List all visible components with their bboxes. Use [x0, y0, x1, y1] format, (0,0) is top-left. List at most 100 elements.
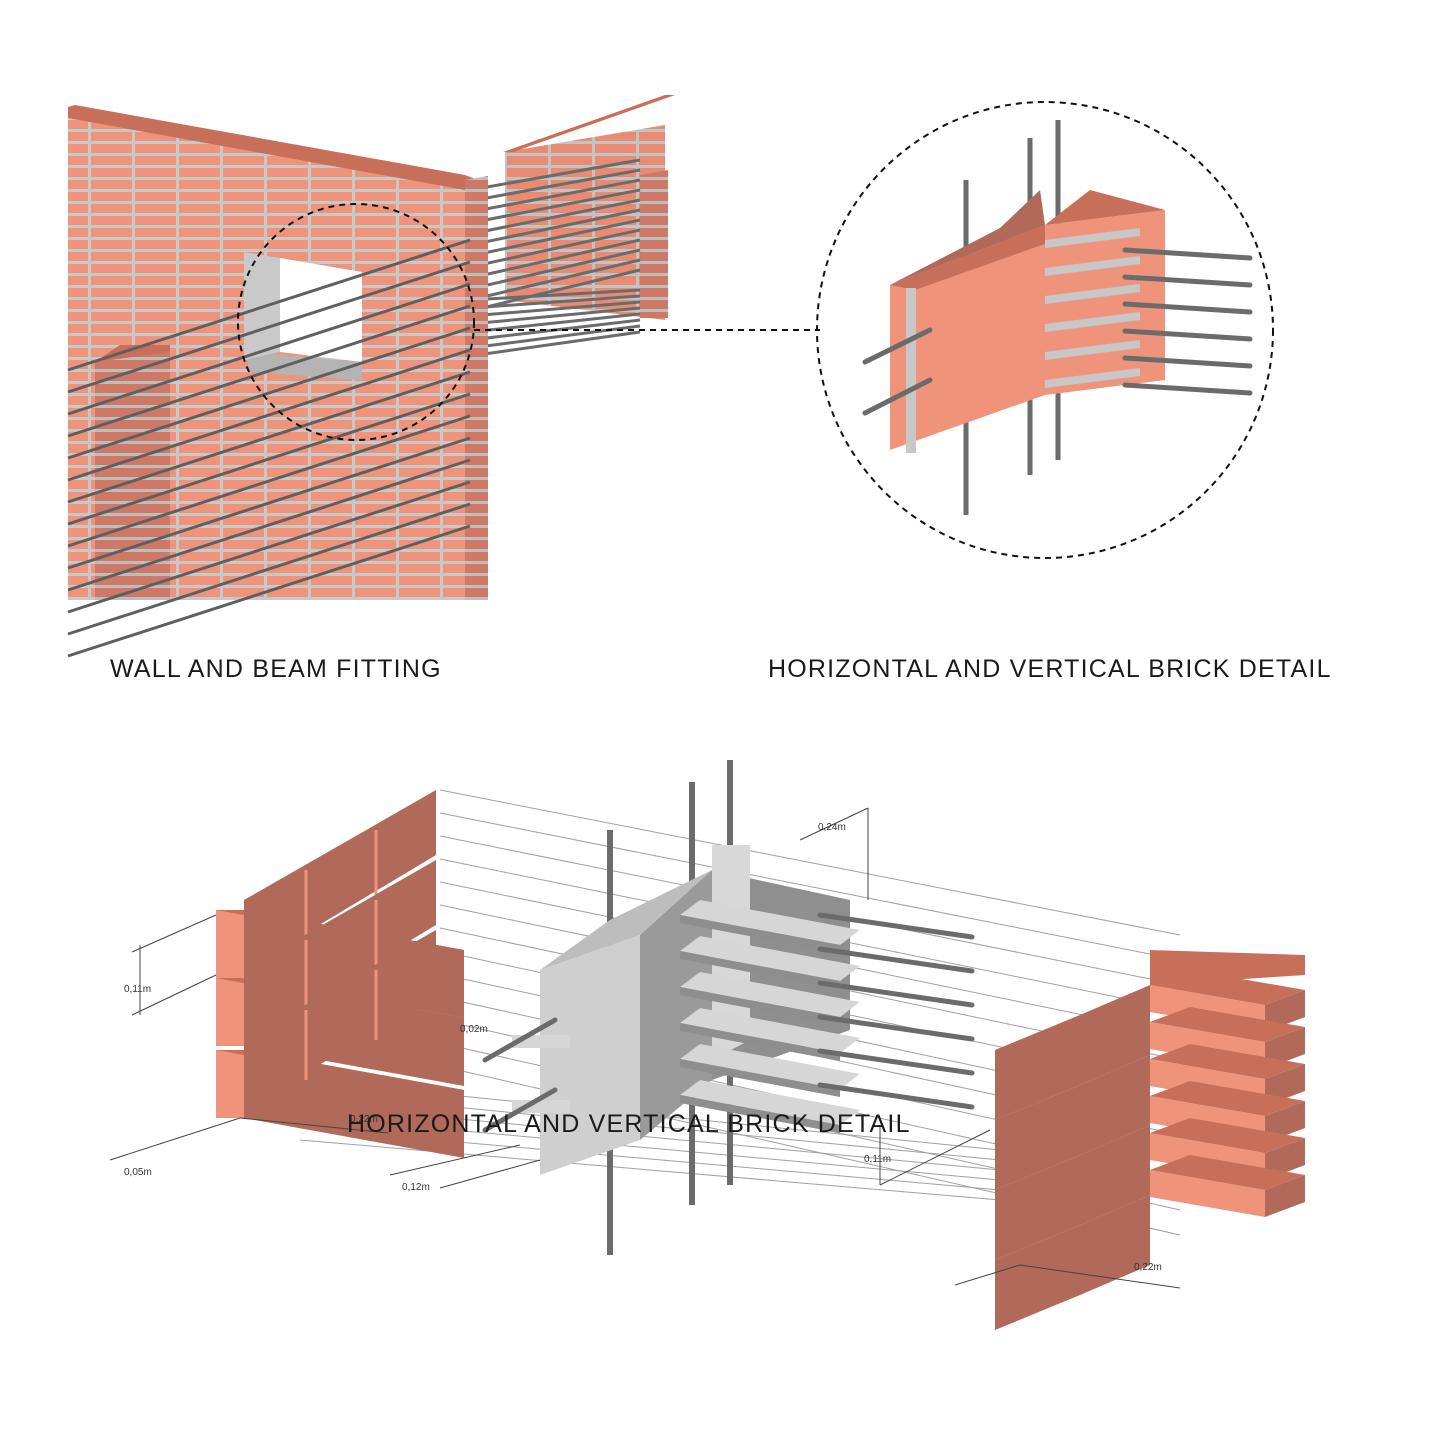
wall-rebar: [67, 370, 471, 504]
mortar-vertical: [906, 288, 916, 453]
detail-rebar: [1122, 247, 1253, 261]
dim-column-width: 0,12m: [402, 1182, 430, 1193]
mortar-horizontal: [1045, 228, 1140, 248]
mortar-horizontal: [1045, 368, 1140, 388]
wall-rebar: [67, 348, 471, 482]
dim-brick-length-left: 0,22m: [350, 1114, 378, 1125]
column-side-face: [640, 870, 712, 1140]
wall-rebar: [67, 414, 471, 548]
mortar-plate-edge: [680, 1023, 840, 1061]
detail-rebar: [1122, 274, 1253, 288]
dim-column-depth: 0,24m: [818, 822, 846, 833]
brick-front: [216, 1050, 244, 1118]
wall-rebar: [67, 524, 471, 658]
detail-brick-top: [890, 225, 1070, 290]
mortar-plate-edge: [680, 1095, 840, 1133]
beam-rebar: [469, 294, 641, 310]
beam-rebar: [469, 300, 641, 318]
brick-side: [1265, 1175, 1305, 1217]
beam-rebar: [469, 168, 641, 203]
mortar-plate: [680, 1008, 860, 1053]
guide-line: [299, 1139, 1001, 1201]
mortar-horizontal: [1045, 340, 1140, 360]
beam-rebar: [469, 218, 641, 258]
column-rebar-h: [482, 1087, 558, 1133]
mortar-plate: [680, 900, 860, 945]
beam-rebar: [469, 228, 641, 269]
beam-rebar: [469, 198, 641, 236]
mortar-plate-edge: [680, 1059, 840, 1097]
wall-rebar: [67, 326, 471, 460]
dim-brick-depth-left: 0,05m: [124, 1167, 152, 1178]
mortar-plate: [680, 1080, 860, 1125]
magnifier-circle-large: [816, 101, 1274, 559]
dim-mortar-gap: 0,02m: [460, 1024, 488, 1035]
dimension-lines: [109, 807, 1181, 1289]
column-mortar-plates: [512, 900, 860, 1133]
back-wall-top: [503, 95, 675, 152]
detail-rebar: [862, 377, 933, 416]
brick-face-long: [1080, 1125, 1150, 1225]
column-rebar-h: [817, 1048, 975, 1076]
column-rebar-h: [482, 1017, 558, 1063]
column-rebar-h: [817, 1014, 975, 1042]
mortar-plate-edge: [680, 951, 840, 989]
beam-rebar: [469, 258, 641, 302]
dim-brick-length-right: 0,22m: [1134, 1262, 1162, 1273]
wall-and-beam-fitting-drawing: [67, 95, 820, 658]
brick-top: [1150, 1155, 1305, 1190]
wall-rebar: [67, 260, 471, 394]
brick-side: [1265, 1027, 1305, 1069]
brick-detail-circle: [816, 101, 1274, 559]
brick-side: [1265, 1138, 1305, 1180]
right-brick-stack: [995, 950, 1305, 1330]
wall-rebar: [67, 304, 471, 438]
detail-mortar-joints: [906, 228, 1140, 453]
wall-rebar: [67, 436, 471, 570]
mortar-horizontal: [1045, 284, 1140, 304]
mortar-plate: [512, 1100, 570, 1113]
wall-rebar: [67, 480, 471, 614]
column-rebar-h: [817, 980, 975, 1008]
detail-rebar: [1122, 355, 1253, 369]
column-horizontal-rebars: [482, 912, 975, 1133]
beam-rebar: [469, 208, 641, 247]
detail-rebar: [1122, 328, 1253, 342]
wall-rebars: [67, 238, 471, 658]
brick-side: [1265, 1064, 1305, 1106]
beam-rebar: [469, 330, 641, 358]
brick-side: [1265, 990, 1305, 1032]
brick-front: [1150, 1170, 1265, 1217]
beam-rebar: [469, 188, 641, 225]
wall-rebar: [67, 282, 471, 416]
brick-side: [1265, 1101, 1305, 1143]
beam-rebar: [469, 306, 641, 326]
mortar-plate: [680, 936, 860, 981]
wall-rebar: [67, 458, 471, 592]
beam-rebar: [469, 238, 641, 280]
brick-face-long: [244, 860, 436, 1040]
brick-face-long: [244, 930, 436, 1110]
detail-rebar: [1122, 301, 1253, 315]
detail-rebar: [862, 327, 933, 365]
main-wall-side: [465, 176, 488, 600]
caption-wall-and-beam-fitting: WALL AND BEAM FITTING: [110, 655, 442, 683]
column-front-face: [540, 935, 640, 1175]
mortar-plate: [680, 1044, 860, 1089]
brick-top: [1150, 950, 1305, 985]
front-pillar-top: [95, 345, 170, 362]
mortar-horizontal: [1045, 256, 1140, 276]
beam-rebar: [469, 178, 641, 214]
wall-rebar: [67, 392, 471, 526]
dim-brick-height-left: 0,11m: [124, 984, 151, 995]
caption-brick-detail-top: HORIZONTAL AND VERTICAL BRICK DETAIL: [768, 655, 1332, 683]
column-rebar-h: [817, 946, 975, 974]
beam-rebar: [469, 288, 641, 302]
brick-top: [1150, 1081, 1305, 1116]
exploded-brick-detail: 0,11m 0,22m 0,05m 0,02m 0,12m 0,24m 0,11…: [109, 760, 1305, 1330]
brick-top: [1150, 1118, 1305, 1153]
column-rebar-h: [817, 912, 975, 940]
mortar-plate-edge: [680, 915, 840, 953]
